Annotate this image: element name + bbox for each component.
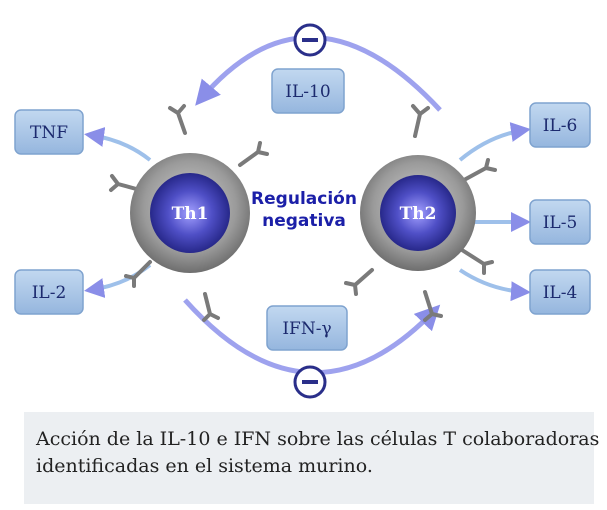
th2-receptors xyxy=(344,104,497,322)
il5-box: IL-5 xyxy=(529,199,591,245)
th1-label: Th1 xyxy=(172,204,209,224)
il6-box: IL-6 xyxy=(529,102,591,148)
center-label-line1: Regulación xyxy=(251,189,357,209)
il4-box: IL-4 xyxy=(529,269,591,315)
caption-line-1: Acción de la IL-10 e IFN sobre las célul… xyxy=(36,428,600,450)
tnf-label: TNF xyxy=(30,123,68,143)
il6-label: IL-6 xyxy=(543,116,578,136)
il2-box: IL-2 xyxy=(14,269,84,315)
il2-label: IL-2 xyxy=(32,283,67,303)
il10-box: IL-10 xyxy=(271,68,345,114)
th2-label: Th2 xyxy=(400,204,437,224)
ifng-box: IFN-γ xyxy=(266,305,348,351)
arrow-th2-to-il6 xyxy=(458,122,531,162)
th1-receptors xyxy=(109,104,269,322)
inhibition-top-icon xyxy=(293,23,327,57)
arrow-th2-to-il4 xyxy=(458,268,531,302)
center-label-line2: negativa xyxy=(262,211,346,231)
th1-th2-regulation-diagram: Th1 Th2 Regulación negativa IL-10 IFN-γ … xyxy=(14,23,591,399)
th2-cell xyxy=(360,155,476,271)
caption-line-2: identificadas en el sistema murino. xyxy=(36,455,373,477)
tnf-box: TNF xyxy=(14,109,84,155)
arrow-th1-to-tnf xyxy=(84,127,152,162)
il5-label: IL-5 xyxy=(543,213,578,233)
il10-label: IL-10 xyxy=(285,82,330,102)
il4-label: IL-4 xyxy=(543,283,578,303)
inhibition-bottom-icon xyxy=(293,365,327,399)
figure-caption: Acción de la IL-10 e IFN sobre las célul… xyxy=(24,412,600,504)
ifng-label: IFN-γ xyxy=(282,319,331,339)
th1-cell xyxy=(130,153,250,273)
